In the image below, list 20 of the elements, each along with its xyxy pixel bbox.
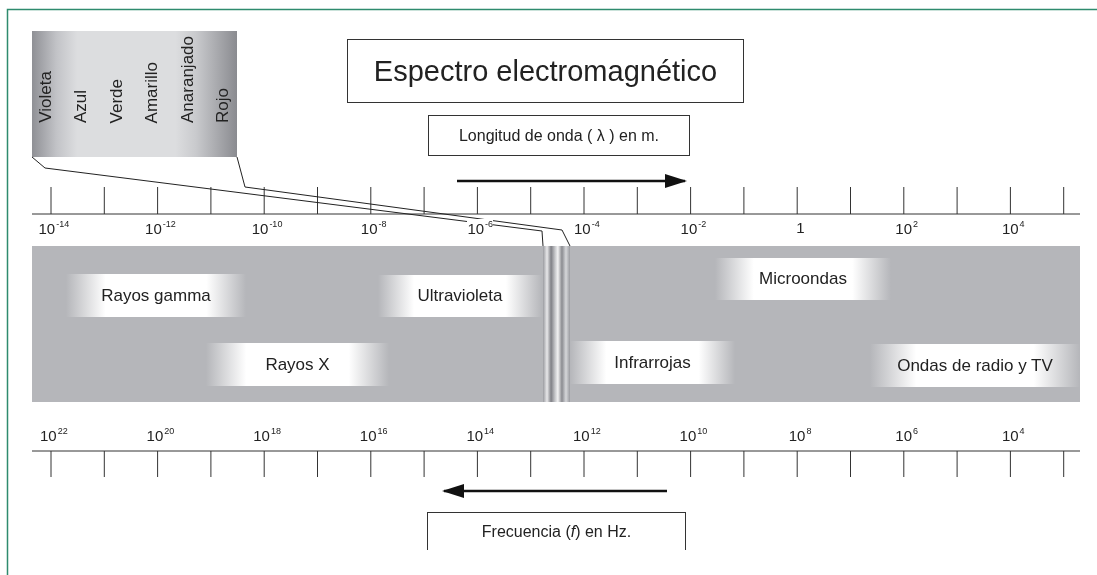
axis-caption-box: Frecuencia (f) en Hz. [427, 512, 686, 550]
color-name: Azul [72, 89, 89, 123]
color-name: Violeta [37, 71, 54, 123]
color-name: Anaranjado [179, 36, 196, 123]
label-patch: Rayos X [206, 343, 389, 386]
visible-spectrum-panel [32, 31, 237, 157]
spectrum-band [32, 246, 1080, 402]
visible-light-strip [543, 246, 570, 402]
title-box: Espectro electromagnético [347, 39, 744, 103]
leader-line [31, 156, 544, 247]
label-patch: Rayos gamma [66, 274, 246, 317]
label-patch: Ondas de radio y TV [870, 344, 1080, 387]
color-name: Amarillo [143, 61, 160, 123]
leader-line [236, 156, 571, 247]
color-name: Verde [108, 78, 125, 123]
color-name: Rojo [214, 88, 231, 123]
label-patch: Infrarrojas [570, 341, 735, 384]
label-patch: Microondas [715, 258, 891, 300]
axis-caption-box: Longitud de onda ( λ ) en m. [428, 115, 690, 156]
label-patch: Ultravioleta [378, 275, 542, 317]
